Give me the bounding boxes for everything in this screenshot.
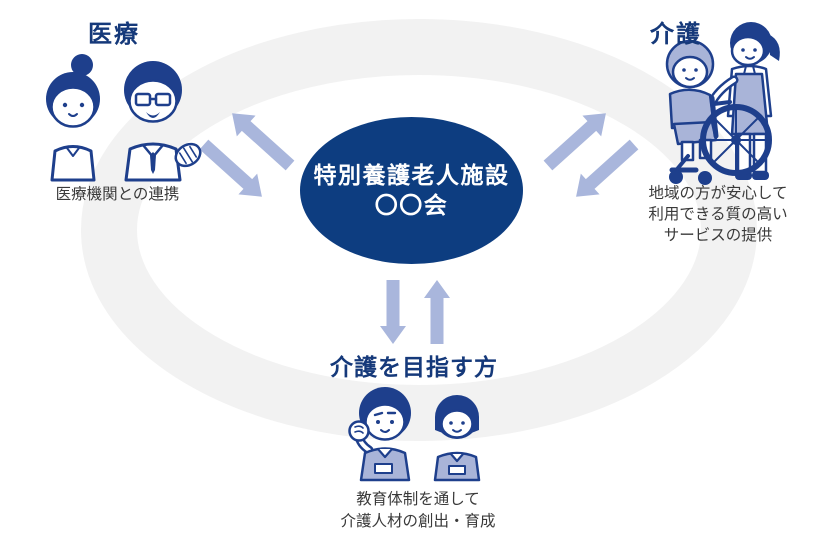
two-care-trainees-icon (348, 387, 481, 482)
medical-group-title: 医療 (88, 21, 140, 48)
medical-caption: 医療機関との連携 (55, 186, 180, 203)
care-caption-line1: 地域の方が安心して (648, 185, 788, 202)
center-facility-ellipse: 特別養護老人施設 〇〇会 (300, 117, 523, 264)
arrow-pair-center-trainees (380, 280, 450, 344)
care-caption-line2: 利用できる質の高い (648, 206, 788, 223)
trainees-group-title: 介護を目指す方 (330, 354, 498, 380)
trainees-caption-line1: 教育体制を通して (356, 491, 480, 508)
trainees-caption-line2: 介護人材の創出・育成 (340, 513, 496, 530)
care-group-title: 介護 (650, 21, 702, 48)
arrow-pair-center-medical (199, 113, 295, 197)
trainees-caption: 教育体制を通して 介護人材の創出・育成 (318, 489, 518, 533)
background-ring (81, 19, 757, 441)
care-caption: 地域の方が安心して 利用できる質の高い サービスの提供 (628, 183, 808, 246)
arrow-pair-center-care (543, 113, 639, 197)
facility-name-line1: 特別養護老人施設 (313, 162, 510, 188)
facility-name-line2: 〇〇会 (374, 192, 449, 218)
doctor-and-nurse-icon (46, 54, 202, 182)
care-caption-line3: サービスの提供 (663, 227, 773, 244)
elderly-in-wheelchair-with-caregiver-icon (665, 22, 780, 185)
